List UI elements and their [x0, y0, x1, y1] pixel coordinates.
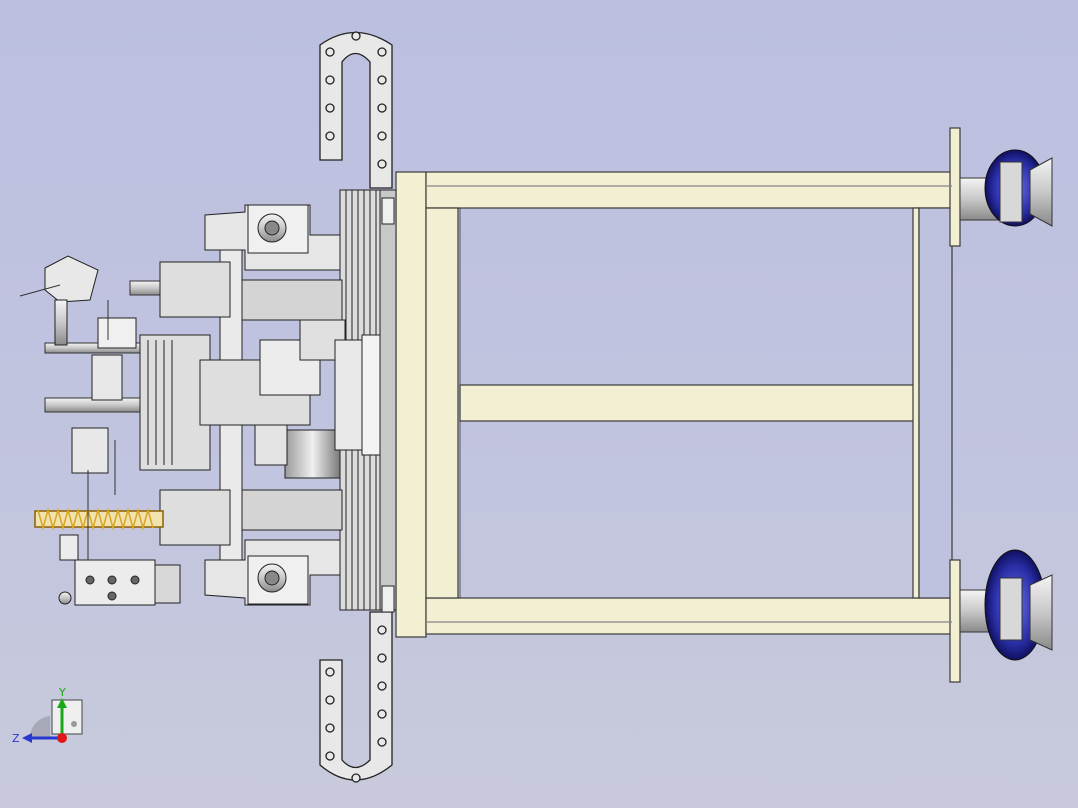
frame-front-post — [395, 171, 427, 638]
gripper-head — [44, 255, 137, 474]
welded-frame — [395, 127, 961, 683]
z-axis-arrowhead — [22, 733, 32, 743]
cable-chain-top — [319, 31, 393, 189]
return-spring — [34, 507, 164, 531]
frame-top-beam — [425, 171, 953, 209]
caster-bottom — [959, 549, 1053, 661]
caster-plate-bottom — [949, 559, 961, 683]
triad-cube-hole — [71, 721, 77, 727]
frame-inner-post — [425, 207, 459, 599]
caster-bottom-fork — [999, 577, 1023, 641]
bearing-block-bottom — [247, 555, 309, 605]
triad-plane — [29, 716, 50, 738]
vertical-struts — [19, 284, 116, 560]
bearing-block-top — [247, 204, 309, 254]
frame-upper-opening — [459, 207, 914, 386]
caster-plate-top — [949, 127, 961, 247]
caster-top-hub — [1029, 157, 1053, 227]
triad-cube — [51, 699, 83, 735]
frame-lower-opening — [459, 420, 914, 599]
frame-rear-gap — [918, 207, 953, 599]
cable-chain-bottom — [319, 611, 393, 783]
frame-middle-beam — [459, 384, 916, 422]
caster-top-fork — [999, 161, 1023, 223]
orientation-triad[interactable]: Y Z — [10, 686, 90, 756]
y-axis-label: Y — [58, 686, 66, 699]
frame-bottom-beam — [425, 597, 953, 635]
z-axis-label: Z — [12, 732, 20, 745]
frame-rear-post — [912, 207, 920, 599]
x-axis-dot — [57, 733, 67, 743]
caster-top — [959, 149, 1053, 227]
pneumatic-blocks — [139, 261, 321, 546]
mounting-bracket — [58, 534, 181, 606]
caster-bottom-hub — [1029, 574, 1053, 651]
y-axis-arrowhead — [57, 698, 67, 708]
drive-motor — [254, 319, 381, 479]
